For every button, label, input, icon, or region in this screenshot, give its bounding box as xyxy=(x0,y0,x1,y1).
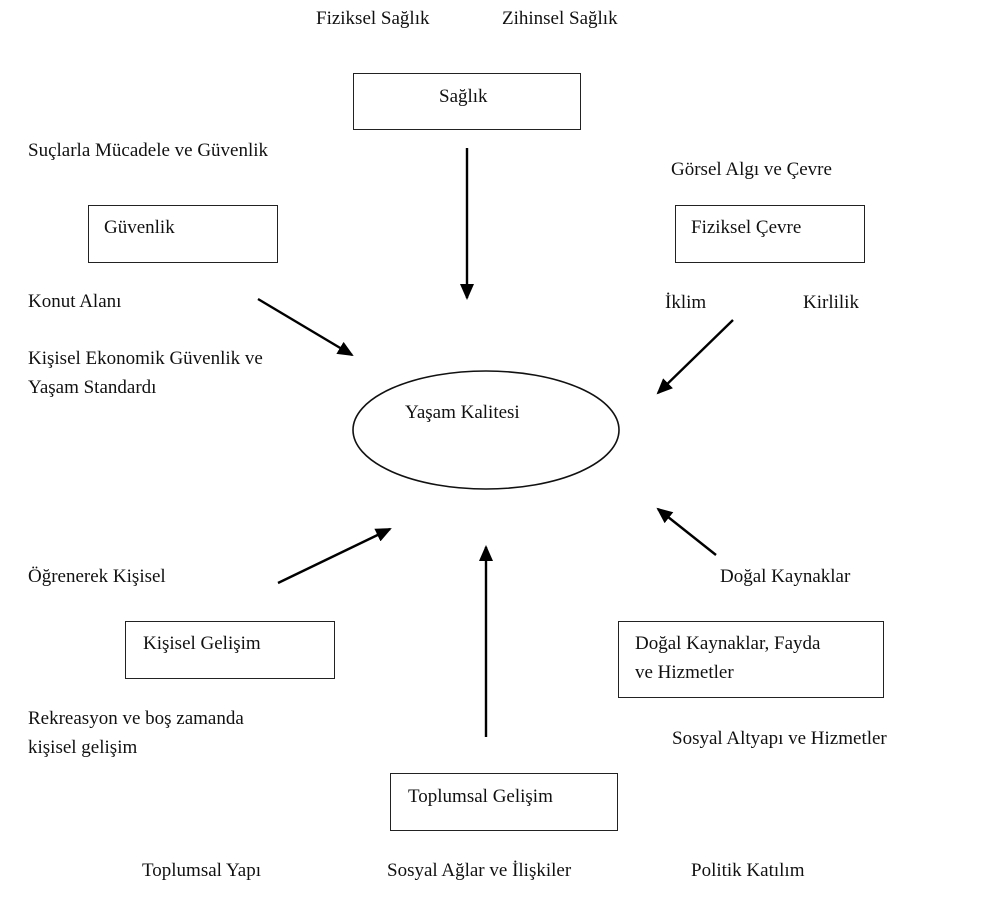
subitem-gorsel-algi: Görsel Algı ve Çevre xyxy=(671,159,832,180)
node-fiziksel-cevre-label: Fiziksel Çevre xyxy=(691,217,802,238)
subitem-dogal-kaynaklar: Doğal Kaynaklar xyxy=(720,566,851,587)
arrow-kisisel-gelisim xyxy=(277,527,392,585)
subitem-konut-alani: Konut Alanı xyxy=(28,291,122,312)
subitem-suclarla-mucadele: Suçlarla Mücadele ve Güvenlik xyxy=(28,140,269,161)
node-dogal-kaynaklar-label-line1: Doğal Kaynaklar, Fayda xyxy=(635,633,821,654)
arrow-guvenlik xyxy=(257,297,354,357)
arrow-fiziksel-cevre xyxy=(656,319,734,395)
subitem-fiziksel-saglik: Fiziksel Sağlık xyxy=(316,8,430,29)
node-guvenlik-label: Güvenlik xyxy=(104,217,175,238)
node-fiziksel-cevre: Fiziksel Çevre xyxy=(675,205,865,263)
node-kisisel-gelisim-label: Kişisel Gelişim xyxy=(143,633,261,654)
subitem-ekonomik-guvenlik: Kişisel Ekonomik Güvenlik ve xyxy=(28,348,263,369)
subitem-toplumsal-yapi: Toplumsal Yapı xyxy=(142,860,262,881)
subitem-rekreasyon: Rekreasyon ve boş zamanda xyxy=(28,708,244,729)
node-dogal-kaynaklar-label-line2: ve Hizmetler xyxy=(635,662,734,683)
arrow-dogal-kaynaklar xyxy=(656,507,717,556)
node-guvenlik: Güvenlik xyxy=(88,205,278,263)
node-toplumsal-gelisim-label: Toplumsal Gelişim xyxy=(408,786,553,807)
node-saglik-label: Sağlık xyxy=(439,86,488,107)
subitem-politik-katilim: Politik Katılım xyxy=(691,860,805,881)
subitem-ogrenerek-kisisel: Öğrenerek Kişisel xyxy=(28,566,166,587)
subitem-kirlilik: Kirlilik xyxy=(803,292,859,313)
node-toplumsal-gelisim: Toplumsal Gelişim xyxy=(390,773,618,831)
subitem-kisisel-gelisim-text: kişisel gelişim xyxy=(28,737,138,758)
subitem-yasam-standardi: Yaşam Standardı xyxy=(28,377,157,398)
subitem-zihinsel-saglik: Zihinsel Sağlık xyxy=(502,8,618,29)
node-dogal-kaynaklar: Doğal Kaynaklar, Fayda ve Hizmetler xyxy=(618,621,884,698)
center-label: Yaşam Kalitesi xyxy=(405,402,520,423)
subitem-sosyal-altyapi: Sosyal Altyapı ve Hizmetler xyxy=(672,728,887,749)
node-kisisel-gelisim: Kişisel Gelişim xyxy=(125,621,335,679)
subitem-iklim: İklim xyxy=(665,292,707,313)
center-ellipse xyxy=(352,370,620,490)
node-saglik: Sağlık xyxy=(353,73,581,130)
subitem-sosyal-aglar: Sosyal Ağlar ve İlişkiler xyxy=(387,860,572,881)
